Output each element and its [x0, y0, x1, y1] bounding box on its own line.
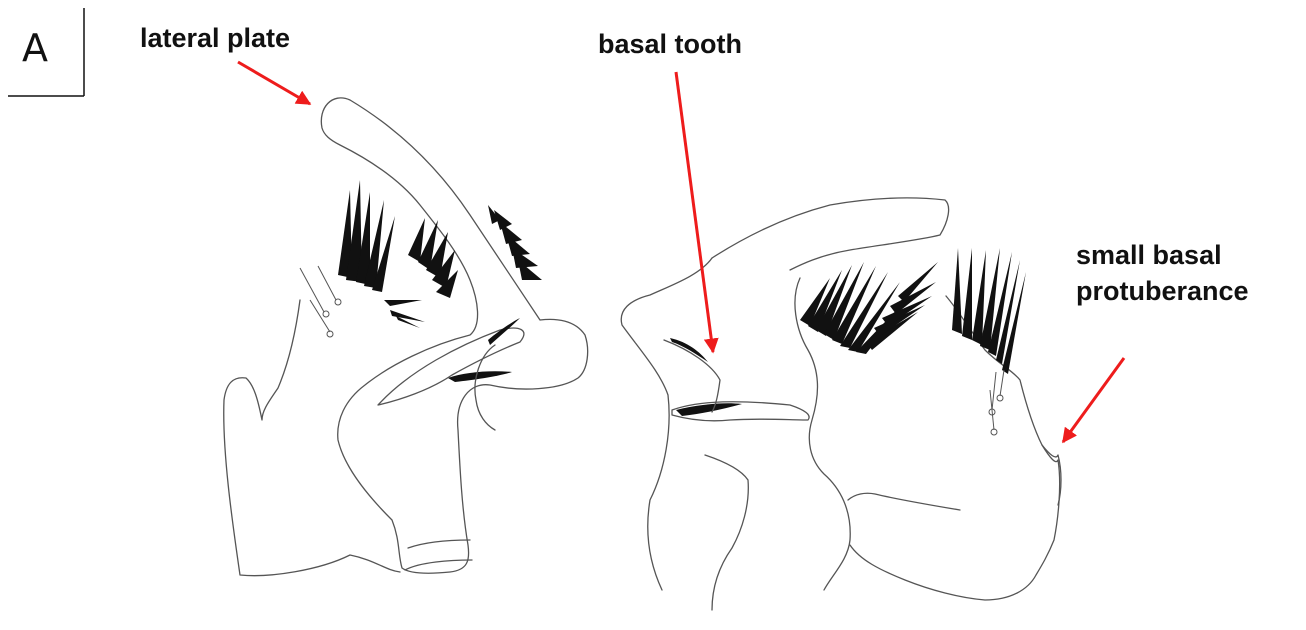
lateral-plate-arrow — [238, 62, 310, 104]
right-structure — [621, 198, 1061, 610]
small-basal-protuberance-arrow — [1063, 358, 1124, 442]
right-bristle-cluster-2 — [952, 248, 1026, 374]
panel-letter-frame — [8, 8, 84, 96]
left-inner-sclerite — [378, 328, 524, 405]
basal-tooth-edge-dark — [670, 338, 708, 362]
lateral-plate-shape — [321, 98, 587, 573]
basal-tooth-arrow — [676, 72, 713, 352]
left-body-shape — [224, 300, 400, 576]
right-basal-lobe — [621, 258, 712, 590]
basal-tooth-dark — [676, 403, 742, 416]
left-shaft — [405, 540, 472, 570]
right-lower-extension — [848, 493, 960, 510]
left-sensory-hairs — [300, 266, 341, 337]
annotation-arrows — [238, 62, 1124, 442]
right-inner-sclerite — [705, 455, 748, 610]
right-sensory-hairs — [989, 370, 1004, 435]
left-bristle-cluster-3 — [488, 205, 542, 280]
right-upper-plate — [712, 198, 949, 270]
right-bristle-cluster-1 — [800, 262, 938, 354]
left-structure — [224, 98, 588, 576]
left-dark-stroke — [448, 371, 512, 382]
left-dark-stroke-2 — [488, 318, 520, 345]
small-basal-protuberance-shape — [1042, 445, 1061, 505]
left-bristle-cluster-2 — [408, 218, 458, 298]
